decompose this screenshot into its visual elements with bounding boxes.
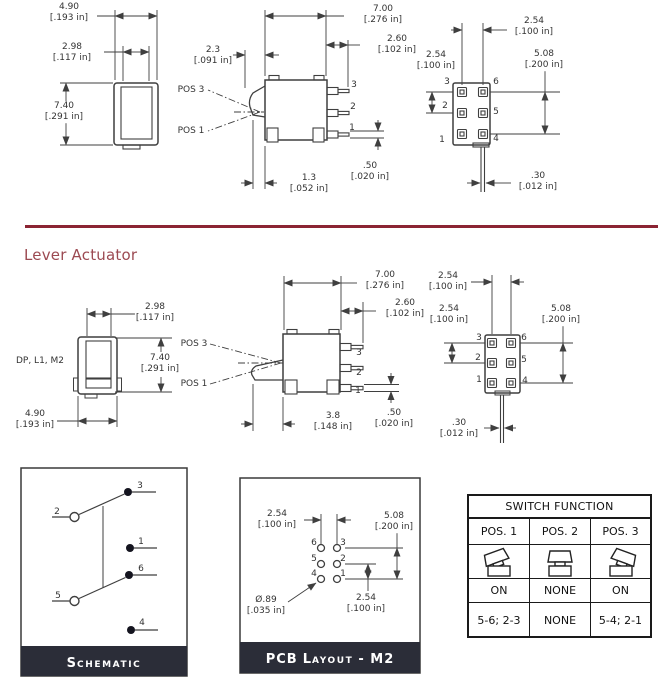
toggle-left-icon: [483, 547, 511, 577]
hole-label-2: 2: [340, 554, 346, 564]
dim-lever-bottom-col-pitch: 2.54[.100 in]: [427, 271, 469, 293]
pad-label-5: 5: [493, 107, 499, 117]
state-pos2: NONE: [530, 579, 591, 603]
dim-top-bottom-row-span: 5.08[.200 in]: [523, 49, 565, 71]
pin-label-2: 2: [356, 368, 362, 378]
schematic-pin-5: 5: [55, 591, 61, 601]
top-side-view-drawing: [60, 10, 159, 150]
pad-label-2: 2: [475, 353, 481, 363]
dim-pcb-hole-diameter: Ø.89[.035 in]: [245, 595, 287, 617]
schematic-drawing: [20, 467, 188, 677]
dim-top-side-inner-width: 2.98[.117 in]: [51, 42, 93, 64]
dim-lever-front-travel: 3.8[.148 in]: [312, 411, 354, 433]
toggle-right-icon: [608, 547, 636, 577]
hole-label-5: 5: [311, 554, 317, 564]
table-title: SWITCH FUNCTION: [469, 496, 650, 519]
pad-label-3: 3: [476, 333, 482, 343]
pad-label-4: 4: [522, 376, 528, 386]
model-label: DP, L1, M2: [15, 356, 65, 366]
pad-label-3: 3: [444, 77, 450, 87]
toggle-pos1-cell: [469, 545, 530, 579]
schematic-pin-2: 2: [54, 507, 60, 517]
section-heading: Lever Actuator: [24, 246, 138, 264]
pin-label-1: 1: [349, 123, 355, 133]
hole-label-1: 1: [340, 569, 346, 579]
dim-lever-front-pin-thickness: .50[.020 in]: [373, 408, 415, 430]
pin-label-2: 2: [350, 102, 356, 112]
schematic-caption: SCHEMATIC: [21, 646, 187, 676]
schematic-pin-3: 3: [137, 481, 143, 491]
dim-lever-side-height: 7.40[.291 in]: [139, 353, 181, 375]
dim-top-side-height: 7.40[.291 in]: [43, 101, 85, 123]
toggle-pos2-cell: [530, 545, 591, 579]
dim-top-front-foot: 1.3[.052 in]: [288, 173, 330, 195]
pad-label-6: 6: [521, 333, 527, 343]
dim-lever-side-outer-width: 4.90[.193 in]: [14, 409, 56, 431]
pos1-label: POS 1: [177, 126, 205, 136]
pin-label-1: 1: [355, 386, 361, 396]
pin-label-3: 3: [356, 348, 362, 358]
pcb-layout-drawing: [239, 477, 421, 674]
hole-label-4: 4: [311, 569, 317, 579]
pin-label-3: 3: [351, 80, 357, 90]
col-header-pos2: POS. 2: [530, 519, 591, 545]
dim-top-front-pin-thickness: .50[.020 in]: [349, 161, 391, 183]
dim-lever-bottom-row-span: 5.08[.200 in]: [540, 304, 582, 326]
dim-top-front-lever-offset: 2.3[.091 in]: [192, 45, 234, 67]
lever-bottom-view-drawing: [444, 275, 573, 443]
dim-pcb-row-pitch: 2.54[.100 in]: [345, 593, 387, 615]
pos3-label: POS 3: [180, 339, 208, 349]
section-divider-rule: [25, 225, 658, 228]
dim-lever-side-inner-width: 2.98[.117 in]: [134, 302, 176, 324]
toggle-pos3-cell: [591, 545, 650, 579]
dim-top-bottom-shaft: .30[.012 in]: [517, 171, 559, 193]
hole-label-6: 6: [311, 538, 317, 548]
dim-top-front-pin-length: 2.60[.102 in]: [376, 34, 418, 56]
lever-side-view-drawing: [57, 308, 172, 427]
pad-label-5: 5: [521, 355, 527, 365]
pad-label-2: 2: [442, 101, 448, 111]
connection-pos3: 5-4; 2-1: [598, 614, 643, 627]
lever-front-view-drawing: [209, 276, 399, 431]
dim-top-side-outer-width: 4.90[.193 in]: [48, 2, 90, 24]
schematic-pin-1: 1: [138, 537, 144, 547]
pad-label-1: 1: [476, 375, 482, 385]
dim-lever-bottom-shaft: .30[.012 in]: [438, 418, 480, 440]
pad-label-6: 6: [493, 77, 499, 87]
switch-function-table: SWITCH FUNCTION POS. 1 POS. 2 POS. 3 ON …: [467, 494, 652, 638]
hole-label-3: 3: [340, 538, 346, 548]
pos1-label: POS 1: [180, 379, 208, 389]
state-pos3: ON: [591, 579, 650, 603]
connection-pos1: 5-6; 2-3: [469, 603, 530, 638]
state-pos1: ON: [469, 579, 530, 603]
pos3-label: POS 3: [177, 85, 205, 95]
dim-lever-bottom-row-pitch: 2.54[.100 in]: [428, 304, 470, 326]
dim-top-front-width: 7.00[.276 in]: [362, 4, 404, 26]
top-front-view-drawing: [207, 10, 384, 189]
connection-pos2: NONE: [530, 603, 591, 638]
col-header-pos1: POS. 1: [469, 519, 530, 545]
dim-lever-front-pin-length: 2.60[.102 in]: [384, 298, 426, 320]
dim-lever-front-width: 7.00[.276 in]: [364, 270, 406, 292]
top-bottom-view-drawing: [426, 23, 560, 192]
pad-label-4: 4: [493, 134, 499, 144]
dim-top-bottom-row-pitch: 2.54[.100 in]: [415, 50, 457, 72]
schematic-pin-4: 4: [139, 618, 145, 628]
col-header-pos3: POS. 3: [591, 519, 650, 545]
pad-label-1: 1: [439, 135, 445, 145]
dim-pcb-col-pitch: 2.54[.100 in]: [256, 509, 298, 531]
schematic-pin-6: 6: [138, 564, 144, 574]
dim-top-bottom-col-pitch: 2.54[.100 in]: [513, 16, 555, 38]
dim-pcb-row-span: 5.08[.200 in]: [373, 511, 415, 533]
toggle-center-icon: [547, 549, 573, 577]
